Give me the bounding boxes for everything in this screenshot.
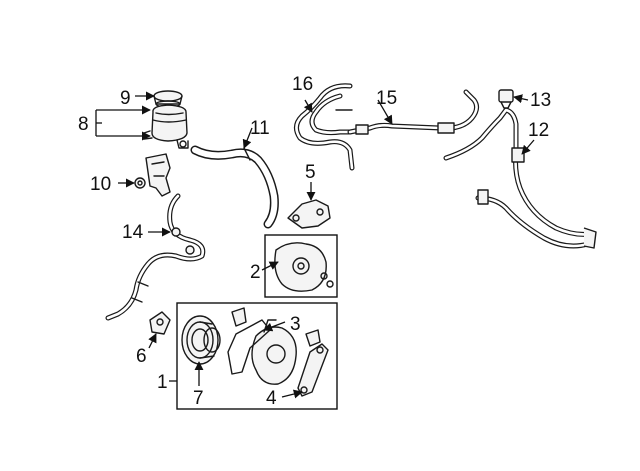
callout-2: 2: [250, 262, 261, 283]
callout-11: 11: [250, 118, 270, 139]
return-hose[interactable]: [190, 145, 279, 229]
reservoir-bracket[interactable]: [134, 153, 171, 197]
callout-7: 7: [193, 388, 204, 409]
pump-housing[interactable]: [274, 242, 334, 292]
callout-3: 3: [290, 314, 301, 335]
callout-12: 12: [528, 120, 549, 141]
callout-10: 10: [90, 174, 111, 195]
suction-line[interactable]: [105, 193, 206, 321]
pressure-line[interactable]: [347, 89, 480, 135]
callout-13: 13: [530, 90, 551, 111]
pump-body[interactable]: [251, 319, 297, 385]
callout-8: 8: [78, 114, 89, 135]
callout-14: 14: [122, 222, 144, 243]
leader-lines: [95, 91, 535, 399]
pressure-sensor[interactable]: [498, 89, 514, 109]
pressure-tube-bundle[interactable]: [294, 83, 355, 171]
suction-gasket[interactable]: [149, 311, 171, 335]
pump-gasket[interactable]: [227, 319, 271, 375]
pump-housing-box: [264, 234, 338, 298]
pump-stay[interactable]: [297, 343, 329, 397]
reservoir-assembly[interactable]: [143, 90, 189, 149]
pump-pulley[interactable]: [181, 315, 221, 365]
callout-4: 4: [266, 388, 277, 409]
union-fitting[interactable]: [231, 307, 321, 347]
pump-bracket[interactable]: [287, 199, 331, 229]
callout-1: 1: [157, 372, 168, 393]
callout-15: 15: [376, 88, 397, 109]
reservoir-tank[interactable]: [143, 104, 189, 149]
callout-9: 9: [120, 88, 131, 109]
pump-assembly-box: [176, 302, 338, 410]
callout-5: 5: [305, 162, 316, 183]
cooler-tube[interactable]: [443, 107, 597, 249]
callout-6: 6: [136, 346, 147, 367]
callout-16: 16: [292, 74, 313, 95]
